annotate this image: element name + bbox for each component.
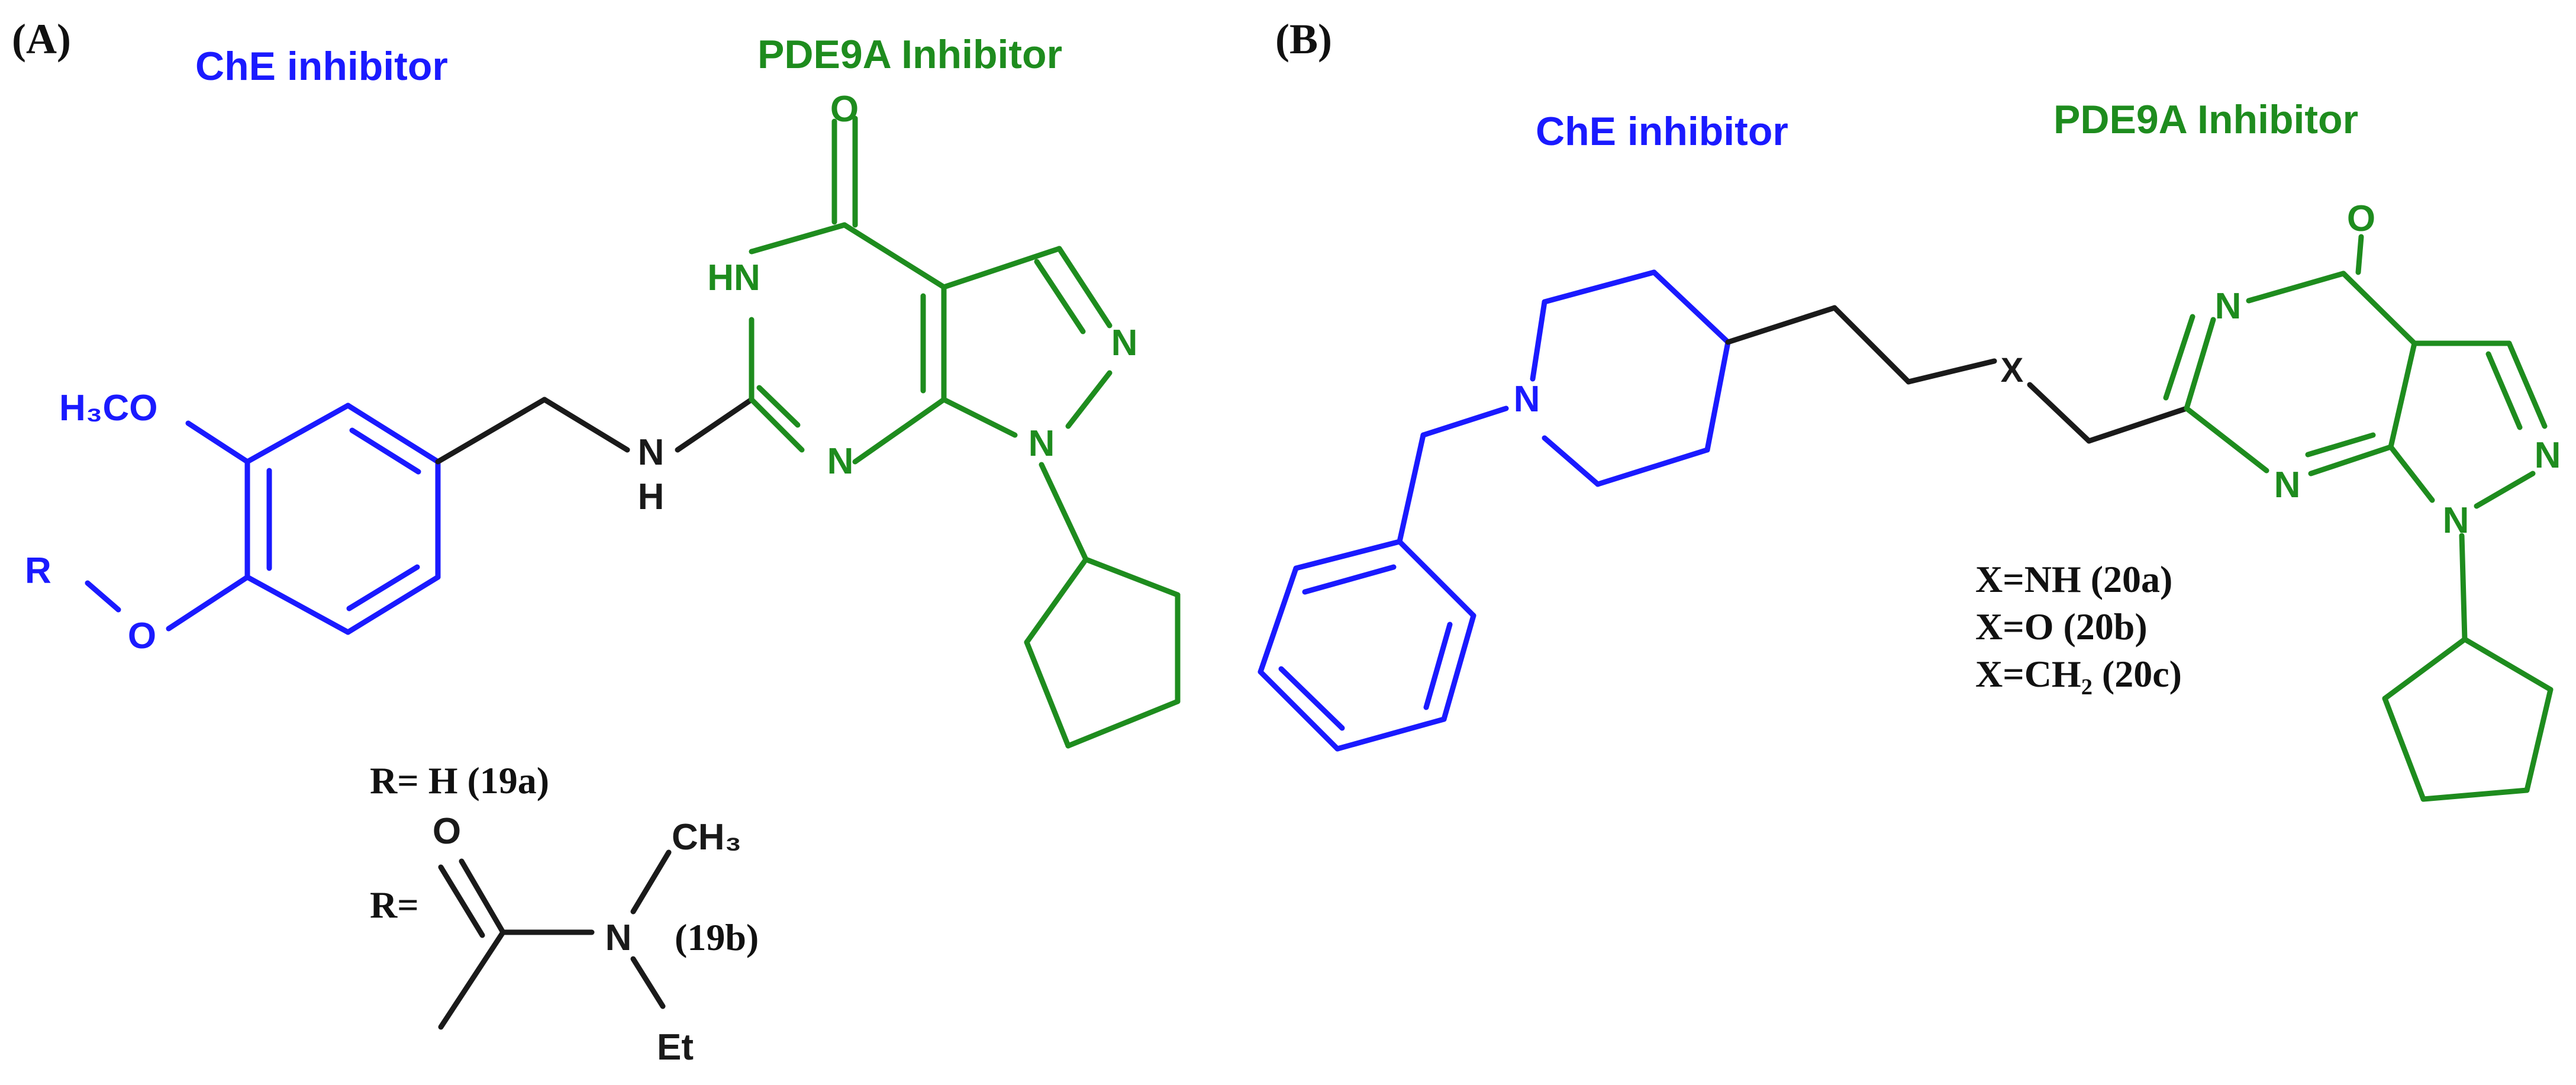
panel-a-atom-n-pyrazole-1: N <box>1029 423 1055 464</box>
panel-a-atom-n-pyrazole-top: N <box>1111 323 1138 363</box>
panel-b-benzylpiperidine <box>1258 269 1731 752</box>
panel-b-pde-title: PDE9A Inhibitor <box>2053 97 2358 142</box>
panel-a-atom-o-ether: O <box>128 616 156 656</box>
panel-a-atom-h-amine: H <box>638 477 665 517</box>
panel-b-atom-n-pyrimidine-bottom: N <box>2274 465 2301 506</box>
panel-b: (B) ChE inhibitor PDE9A Inhibitor <box>1258 15 2561 802</box>
panel-a-carbamate-o: O <box>433 811 461 852</box>
panel-a-carbamate-bonds <box>438 849 672 1030</box>
panel-a-atom-h3co: H₃CO <box>59 388 157 429</box>
panel-b-label: (B) <box>1275 15 1332 63</box>
panel-b-atom-o-carbonyl: O <box>2347 198 2375 239</box>
panel-a-pyrazolopyrimidinone <box>749 115 1113 562</box>
panel-a-atom-n-amine: N <box>638 432 665 473</box>
panel-a-benzene-ring <box>85 403 441 635</box>
panel-a-atom-o-carbonyl: O <box>830 89 859 130</box>
panel-b-variant-20a: X=NH (20a) <box>1975 558 2172 600</box>
panel-a-che-title: ChE inhibitor <box>195 44 448 89</box>
panel-a-carbamate-n: N <box>605 917 632 958</box>
panel-a-carbamate-et: Et <box>657 1027 694 1068</box>
panel-a-atom-n-pyrimidine: N <box>827 441 854 482</box>
panel-a: (A) ChE inhibitor PDE9A Inhibitor <box>12 15 1181 1068</box>
panel-b-linker <box>1725 305 2190 444</box>
panel-a-label: (A) <box>12 15 71 63</box>
panel-b-atom-x: X <box>2001 351 2024 389</box>
panel-b-che-title: ChE inhibitor <box>1536 109 1788 154</box>
panel-b-variant-20c: X=CH₂ (20c) <box>1975 653 2182 695</box>
panel-b-atom-n-pyrimidine-top: N <box>2215 286 2242 327</box>
panel-a-cyclopentyl <box>1024 556 1181 749</box>
panel-a-benzyl-amine-linker <box>435 397 755 465</box>
panel-b-atom-n-pyrazole-1: N <box>2443 500 2469 541</box>
panel-b-atom-n-pyrazole-2: N <box>2535 435 2561 476</box>
panel-a-label-19b: (19b) <box>675 916 759 958</box>
panel-a-carbamate-ch3: CH₃ <box>672 817 741 858</box>
panel-a-atom-r: R <box>25 550 51 591</box>
panel-a-r-carbamate-label: R= <box>370 884 419 926</box>
panel-a-pde-title: PDE9A Inhibitor <box>757 32 1062 77</box>
panel-b-atom-n-piperidine: N <box>1514 379 1540 420</box>
panel-a-r-h-label: R= H (19a) <box>370 759 549 801</box>
panel-b-variant-20b: X=O (20b) <box>1975 606 2148 648</box>
panel-a-atom-hn: HN <box>707 257 760 298</box>
panel-b-pyrazolopyrimidinone <box>2163 234 2548 642</box>
panel-b-cyclopentyl <box>2382 636 2554 802</box>
